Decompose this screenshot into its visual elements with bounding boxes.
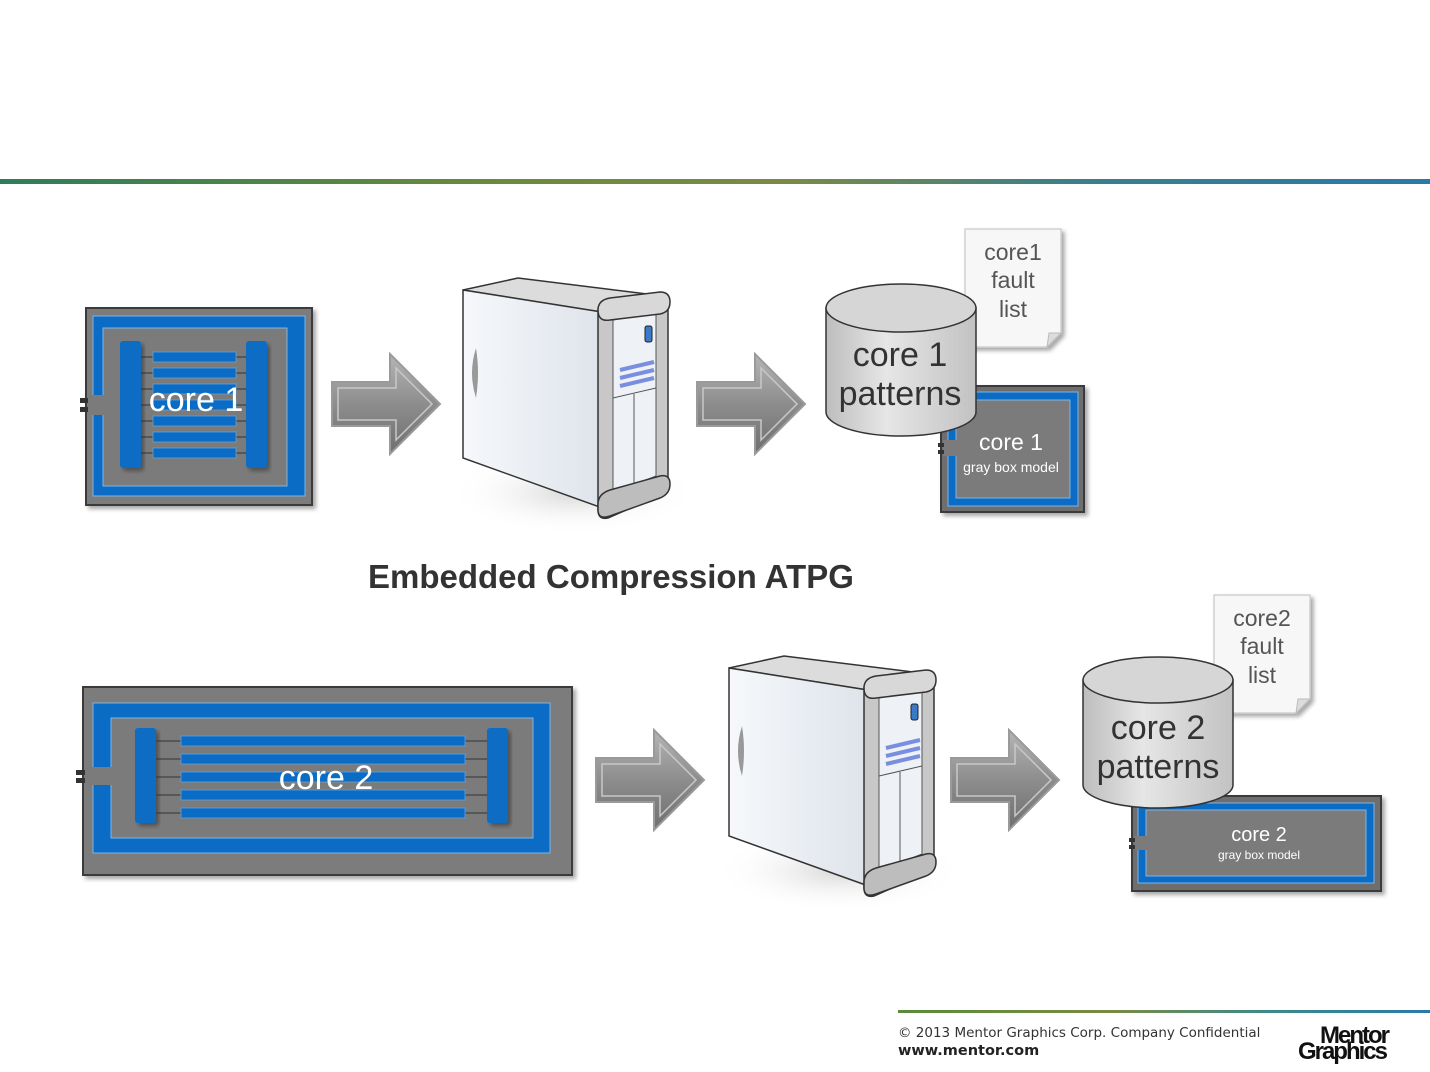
- slide-title: Embedded Compression ATPG: [368, 558, 854, 595]
- graybox-1-title: core 1: [979, 429, 1043, 455]
- server-icon: [712, 654, 966, 915]
- scan-chain: [180, 753, 466, 765]
- fault-list-2-line2: fault: [1240, 633, 1284, 659]
- fault-list-1-line1: core1: [984, 239, 1042, 265]
- arrow-right-icon: [331, 353, 441, 455]
- website-link[interactable]: www.mentor.com: [898, 1043, 1040, 1059]
- graybox-1-subtitle: gray box model: [963, 459, 1059, 475]
- database-icon: [825, 283, 977, 437]
- diagram-canvas: core 1 core1 fault list core 1 gray box …: [76, 0, 1382, 915]
- logo-line1: Mentor: [1320, 1022, 1390, 1049]
- patterns-2-line1: core 2: [1111, 709, 1206, 747]
- scan-chain: [152, 383, 237, 395]
- core-1-block: [80, 307, 313, 506]
- patterns-1-line2: patterns: [839, 375, 962, 413]
- scan-chain: [180, 789, 466, 801]
- patterns-2-line2: patterns: [1097, 748, 1220, 786]
- scan-chain: [180, 735, 466, 747]
- scan-chain: [152, 415, 237, 427]
- patterns-1-line1: core 1: [853, 336, 948, 374]
- scan-chain: [152, 399, 237, 411]
- core-2-label: core 2: [279, 759, 374, 797]
- scan-chain: [152, 351, 237, 363]
- logo-line2: Graphics: [1297, 1038, 1388, 1065]
- scan-chain: [152, 367, 237, 379]
- scan-chain: [180, 771, 466, 783]
- graybox-2-subtitle: gray box model: [1218, 848, 1300, 862]
- core-2-block: [76, 686, 573, 876]
- database-icon: [1082, 656, 1234, 809]
- fault-list-1-line3: list: [999, 296, 1028, 322]
- scan-chain: [180, 807, 466, 819]
- graybox-2-title: core 2: [1231, 824, 1287, 846]
- copyright-text: © 2013 Mentor Graphics Corp. Company Con…: [898, 1025, 1261, 1041]
- header-divider: [0, 179, 1430, 184]
- scan-chain: [152, 447, 237, 459]
- core-1-label: core 1: [149, 381, 244, 419]
- arrow-right-icon: [950, 729, 1060, 831]
- scan-chain: [152, 431, 237, 443]
- graybox-model-2: [1129, 795, 1382, 892]
- arrow-right-icon: [696, 353, 806, 455]
- arrow-right-icon: [595, 729, 705, 831]
- mentor-graphics-logo: Mentor Graphics: [1280, 1022, 1390, 1065]
- server-icon: [446, 276, 700, 537]
- footer-divider: [898, 1010, 1430, 1013]
- fault-list-2-line1: core2: [1233, 605, 1291, 631]
- fault-list-2-line3: list: [1248, 662, 1277, 688]
- fault-list-1-line2: fault: [991, 267, 1035, 293]
